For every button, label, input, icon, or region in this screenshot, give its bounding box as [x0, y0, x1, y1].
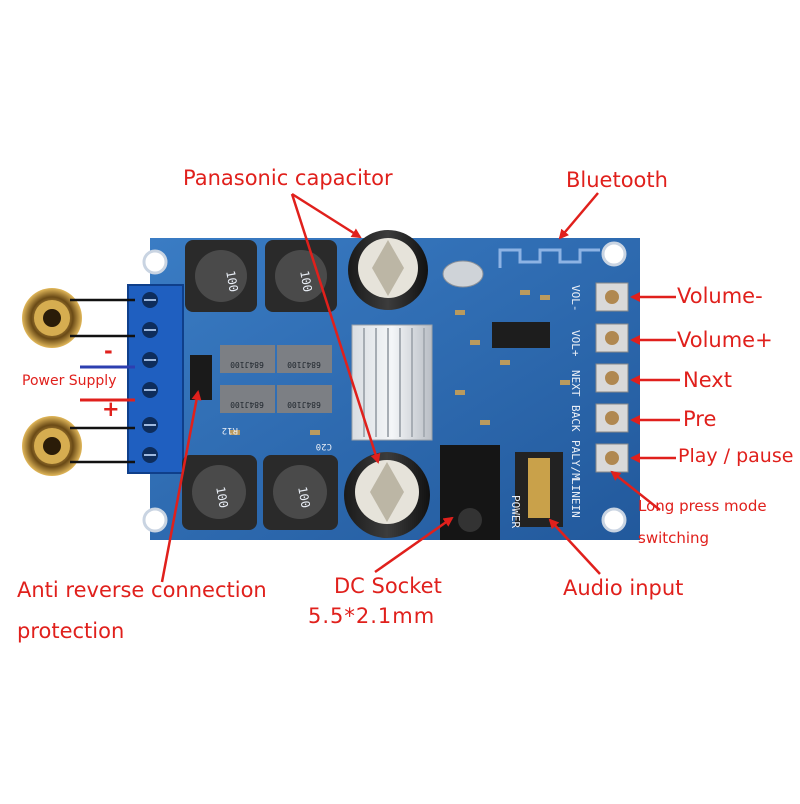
terminal-block	[127, 284, 184, 474]
anti-reverse-label: Anti reverse connection	[17, 578, 267, 602]
silk-inductor: 100	[297, 269, 315, 293]
protection-chip	[190, 355, 212, 400]
tactile-buttons	[595, 282, 629, 473]
dc-size-label: 5.5*2.1mm	[308, 604, 436, 628]
long-press-label-2: switching	[638, 529, 710, 547]
silk-vol-plus: VOL+	[569, 330, 582, 357]
inductor	[182, 455, 257, 530]
speaker-icon	[22, 416, 82, 476]
inductor	[185, 240, 257, 312]
antenna-trace	[498, 248, 600, 268]
silk-inductor: 100	[223, 269, 241, 293]
silk-power: POWER	[509, 495, 522, 528]
dc-jack	[440, 445, 500, 540]
silk-resistor: 684J100	[230, 360, 264, 369]
play-pause-label: Play / pause	[678, 445, 794, 467]
annotation-arrows	[160, 192, 680, 583]
silk-resistor: 684J100	[287, 400, 321, 409]
silk-resistor: 684J100	[230, 400, 264, 409]
inductor	[263, 455, 338, 530]
speaker-icon	[22, 288, 82, 348]
silk-c20: C20	[316, 441, 332, 451]
silk-resistor: 684J100	[287, 360, 321, 369]
silk-vol-minus: VOL-	[569, 285, 582, 312]
power-supply-label: Power Supply	[22, 373, 117, 389]
panasonic-capacitor-label: Panasonic capacitor	[183, 166, 393, 190]
next-label: Next	[683, 368, 732, 392]
plus-sign: +	[102, 397, 120, 421]
mounting-holes	[142, 241, 627, 533]
silk-next: NEXT	[569, 370, 582, 397]
crystal	[442, 260, 484, 288]
anti-reverse-label-2: protection	[17, 619, 125, 643]
bluetooth-ic	[492, 322, 550, 348]
silk-inductor: 100	[213, 485, 231, 509]
silk-paly: PALY/M	[569, 440, 582, 480]
speaker-wires	[70, 298, 135, 464]
volume-plus-label: Volume+	[677, 328, 773, 352]
audio-jack	[515, 452, 563, 527]
smd-components	[230, 290, 570, 435]
minus-sign: -	[104, 339, 113, 363]
bluetooth-label: Bluetooth	[566, 168, 668, 192]
long-press-label: Long press mode	[638, 497, 767, 515]
capacitor-top	[348, 230, 428, 310]
silk-inductor: 100	[295, 485, 313, 509]
silk-back: BACK	[569, 405, 582, 432]
volume-minus-label: Volume-	[677, 284, 763, 308]
heatsink	[351, 324, 433, 441]
capacitor-bottom	[344, 452, 430, 538]
dc-socket-label: DC Socket	[334, 574, 442, 598]
silk-r12: R12	[222, 425, 238, 435]
audio-input-label: Audio input	[563, 576, 684, 600]
pre-label: Pre	[683, 407, 717, 431]
silk-linein: LINEIN	[569, 478, 582, 518]
power-resistors	[220, 345, 332, 413]
